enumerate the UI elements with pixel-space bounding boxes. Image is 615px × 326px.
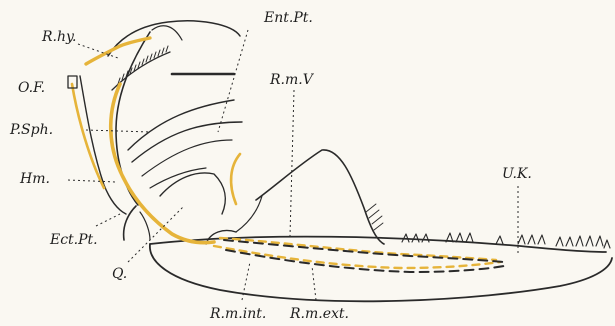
hyomandibular-front-outline [116,32,150,205]
leader-ect-pt [96,214,120,226]
nerve-posterior-branch [72,84,104,188]
nerve-ramus-mandibularis-upper [231,154,240,204]
nerve-ramus-hyoideus [86,38,150,64]
ectopterygoid-hook [124,206,136,240]
lower-jaw [150,150,612,301]
label-p-sph: P.Sph. [9,122,53,138]
cranial-inner-arc [152,26,182,40]
leader-hm [68,180,116,182]
cranial-arc [108,21,240,56]
label-ent-pt: Ent.Pt. [263,10,313,26]
leader-r-m-v [290,90,294,236]
ectopterygoid-spur [140,212,150,240]
label-r-m-int: R.m.int. [209,306,266,322]
label-r-m-v: R.m.V [269,72,315,88]
label-ect-pt: Ect.Pt. [49,232,98,248]
labels: R.hy. O.F. P.Sph. Hm. Ect.Pt. Q. Ent.Pt.… [9,10,532,322]
pterygoid-strand-1 [128,100,234,150]
pterygoid-strand-2 [132,122,242,162]
label-u-k: U.K. [502,166,532,182]
leader-ent-pt [218,30,248,132]
pterygoid-strand-4 [150,168,206,188]
coronoid-striations [366,204,383,230]
jaw-inner-line [236,196,262,232]
label-hm: Hm. [19,171,50,187]
quadrate-outline [160,173,225,214]
coronoid-process [256,150,384,244]
label-r-m-ext: R.m.ext. [289,306,349,322]
leader-p-sph [86,130,150,132]
label-q: Q. [112,266,127,282]
leader-r-m-ext [312,266,316,300]
label-o-f: O.F. [18,80,45,96]
label-r-hy: R.hy. [41,29,77,45]
